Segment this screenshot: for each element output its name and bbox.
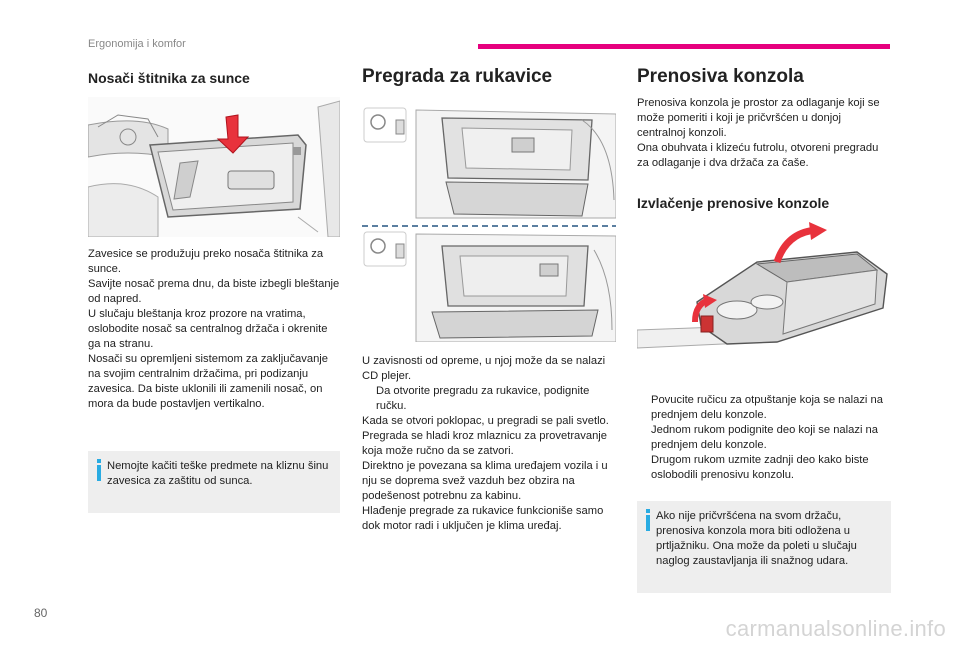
portable-console-para: Ona obuhvata i klizeću futrolu, otvoreni… — [637, 142, 879, 169]
extraction-steps: Povucite ručicu za otpuštanje koja se na… — [637, 393, 891, 483]
sun-visor-para: U slučaju bleštanja kroz prozore na vrat… — [88, 308, 328, 350]
portable-console-para: Prenosiva konzola je prostor za odlaganj… — [637, 97, 880, 139]
glove-box-para: Hlađenje pregrade za rukavice funkcioniš… — [362, 505, 604, 532]
console-illustration — [637, 222, 891, 372]
sun-visor-title: Nosači štitnika za sunce — [88, 70, 250, 86]
sun-visor-note: Nemojte kačiti teške predmete na kliznu … — [88, 451, 340, 513]
info-icon — [96, 459, 102, 481]
glove-box-para: Pregrada se hladi kroz mlaznicu za prove… — [362, 430, 608, 457]
glove-box-intro: U zavisnosti od opreme, u njoj može da s… — [362, 355, 606, 382]
sun-visor-illustration — [88, 97, 340, 237]
extraction-subtitle-wrap: Izvlačenje prenosive konzole — [637, 195, 891, 211]
column-sun-visors: Nosači štitnika za sunce — [88, 70, 340, 86]
glove-box-bullet-text: Da otvorite pregradu za rukavice, podign… — [376, 385, 590, 412]
glove-box-body: U zavisnosti od opreme, u njoj može da s… — [362, 354, 616, 534]
sun-visor-body: Zavesice se produžuju preko nosača štitn… — [88, 247, 340, 412]
glove-box-para: Direktno je povezana sa klima uređajem v… — [362, 460, 608, 502]
extraction-subtitle: Izvlačenje prenosive konzole — [637, 195, 830, 211]
sun-visor-para: Savijte nosač prema dnu, da biste izbegl… — [88, 278, 340, 305]
glove-box-title: Pregrada za rukavice — [362, 66, 553, 87]
glove-box-illustration — [362, 100, 616, 342]
glove-box-bullet: Da otvorite pregradu za rukavice, podign… — [362, 384, 616, 414]
section-accent-bar — [478, 44, 890, 49]
section-header: Ergonomija i komfor — [88, 38, 186, 50]
extraction-step-text: Jednom rukom podignite deo koji se nalaz… — [651, 424, 878, 451]
extraction-step-text: Povucite ručicu za otpuštanje koja se na… — [651, 394, 883, 421]
portable-console-body: Prenosiva konzola je prostor za odlaganj… — [637, 96, 891, 171]
extraction-step: Povucite ručicu za otpuštanje koja se na… — [637, 393, 891, 423]
extraction-step-text: Drugom rukom uzmite zadnji deo kako bist… — [651, 454, 869, 481]
column-portable-console: Prenosiva konzola — [637, 66, 891, 88]
site-watermark: carmanualsonline.info — [725, 616, 946, 641]
page-number: 80 — [34, 606, 48, 620]
extraction-step: Drugom rukom uzmite zadnji deo kako bist… — [637, 453, 891, 483]
sun-visor-para: Zavesice se produžuju preko nosača štitn… — [88, 248, 324, 275]
column-glove-box: Pregrada za rukavice — [362, 66, 616, 88]
glove-box-para: Kada se otvori poklopac, u pregradi se p… — [362, 415, 609, 427]
sun-visor-para: Nosači su opremljeni sistemom za zaključ… — [88, 353, 329, 410]
portable-console-title: Prenosiva konzola — [637, 66, 804, 87]
portable-console-note: Ako nije pričvršćena na svom držaču, pre… — [637, 501, 891, 593]
extraction-step: Jednom rukom podignite deo koji se nalaz… — [637, 423, 891, 453]
info-icon — [645, 509, 651, 531]
sun-visor-note-text: Nemojte kačiti teške predmete na kliznu … — [107, 460, 329, 487]
portable-console-note-text: Ako nije pričvršćena na svom držaču, pre… — [656, 510, 857, 567]
